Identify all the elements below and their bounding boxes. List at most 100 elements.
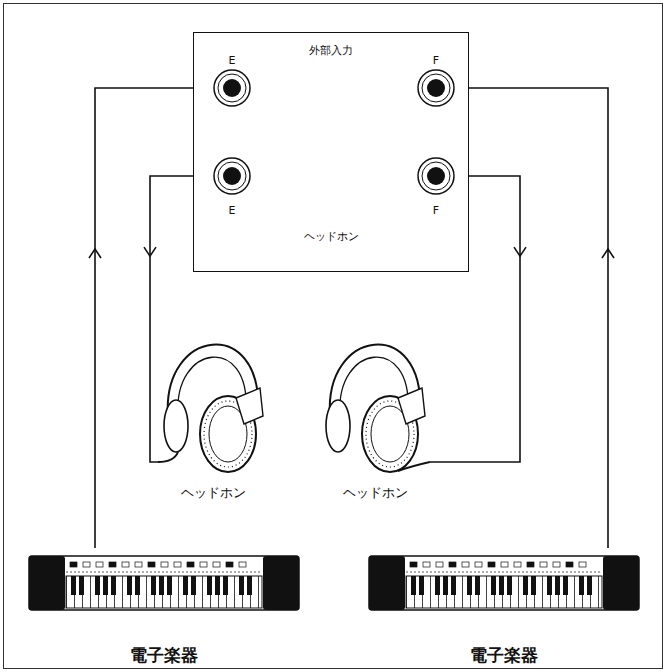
keyboard-body bbox=[369, 556, 639, 610]
jack-ring bbox=[422, 162, 450, 190]
jack-hole bbox=[427, 167, 445, 185]
label-row: ヘッドホン bbox=[194, 225, 468, 245]
jack-label: F bbox=[433, 204, 439, 217]
arrowhead bbox=[514, 247, 526, 256]
label-row: 電子楽器 bbox=[28, 645, 300, 665]
headphone: ヘッドホン bbox=[320, 298, 430, 508]
jack-panel: 外部入力ヘッドホン E F E F bbox=[193, 32, 469, 272]
jack-label: F bbox=[433, 54, 439, 67]
outer-frame bbox=[4, 4, 663, 669]
control-button bbox=[475, 562, 482, 567]
jack-hole bbox=[223, 167, 241, 185]
control-button bbox=[527, 562, 534, 567]
control-button bbox=[462, 562, 469, 567]
jack-symbol bbox=[212, 156, 252, 196]
signal-wire bbox=[456, 88, 614, 548]
headphone: ヘッドホン bbox=[158, 298, 268, 508]
jack-symbol bbox=[416, 156, 456, 196]
control-button bbox=[514, 562, 521, 567]
arrowhead bbox=[144, 247, 156, 256]
jack-ring bbox=[422, 74, 450, 102]
label-row: F bbox=[406, 199, 466, 218]
label-row: 電子楽器 bbox=[368, 645, 640, 665]
jack-hole bbox=[223, 79, 241, 97]
cord bbox=[398, 462, 430, 471]
electronic-instrument: 電子楽器 bbox=[368, 548, 640, 668]
label-row: F bbox=[406, 49, 466, 68]
control-button bbox=[174, 562, 181, 567]
speaker-panel bbox=[369, 556, 405, 610]
jack-symbol bbox=[212, 68, 252, 108]
keys bbox=[66, 576, 262, 608]
jack-ring bbox=[418, 70, 454, 106]
control-button bbox=[423, 562, 430, 567]
label-row: E bbox=[202, 199, 262, 218]
arrowhead bbox=[602, 249, 614, 258]
input-jack: E bbox=[212, 68, 252, 108]
control-button bbox=[566, 562, 573, 567]
label-row: 外部入力 bbox=[194, 39, 468, 59]
speaker-panel bbox=[29, 556, 65, 610]
control-button bbox=[187, 562, 194, 567]
instrument-label: 電子楽器 bbox=[130, 645, 198, 665]
control-button bbox=[410, 562, 417, 567]
headphone-jack: E bbox=[212, 156, 252, 196]
control-button bbox=[449, 562, 456, 567]
control-button bbox=[553, 562, 560, 567]
control-button bbox=[200, 562, 207, 567]
jack-ring bbox=[214, 158, 250, 194]
headphone-jack: F bbox=[416, 156, 456, 196]
control-button bbox=[579, 562, 586, 567]
control-button bbox=[488, 562, 495, 567]
control-button bbox=[161, 562, 168, 567]
electronic-instrument: 電子楽器 bbox=[28, 548, 300, 668]
jack-label: E bbox=[229, 54, 236, 67]
keyboard-illustration bbox=[28, 548, 300, 618]
control-button bbox=[96, 562, 103, 567]
control-button bbox=[109, 562, 116, 567]
control-button bbox=[83, 562, 90, 567]
jack-ring bbox=[214, 70, 250, 106]
wire-line bbox=[456, 88, 608, 548]
arrowhead bbox=[89, 249, 101, 258]
keys bbox=[406, 576, 602, 608]
control-button bbox=[436, 562, 443, 567]
label-row: ヘッドホン bbox=[320, 482, 430, 501]
control-button bbox=[239, 562, 246, 567]
input-jack: F bbox=[416, 68, 456, 108]
jack-ring bbox=[418, 158, 454, 194]
jack-hole bbox=[427, 79, 445, 97]
control-button bbox=[122, 562, 129, 567]
keyboard-body bbox=[29, 556, 299, 610]
panel-label: 外部入力 bbox=[305, 44, 357, 57]
speaker-panel bbox=[603, 556, 639, 610]
control-button bbox=[148, 562, 155, 567]
label-row: ヘッドホン bbox=[158, 482, 268, 501]
label-row: E bbox=[202, 49, 262, 68]
control-strip bbox=[66, 572, 262, 573]
panel-label: ヘッドホン bbox=[300, 230, 363, 243]
cup-tab bbox=[236, 388, 263, 424]
headphone-label: ヘッドホン bbox=[343, 485, 408, 500]
jack-label: E bbox=[229, 204, 236, 217]
ear-cup bbox=[326, 400, 350, 452]
jack-ring bbox=[218, 162, 246, 190]
control-button bbox=[135, 562, 142, 567]
control-strip bbox=[406, 572, 602, 573]
keyboard-illustration bbox=[368, 548, 640, 618]
ear-cup bbox=[164, 400, 188, 452]
control-button bbox=[70, 562, 77, 567]
speaker-panel bbox=[263, 556, 299, 610]
instrument-label: 電子楽器 bbox=[470, 645, 538, 665]
control-button bbox=[213, 562, 220, 567]
control-button bbox=[226, 562, 233, 567]
jack-ring bbox=[218, 74, 246, 102]
control-button bbox=[540, 562, 547, 567]
headphone-label: ヘッドホン bbox=[181, 485, 246, 500]
control-button bbox=[501, 562, 508, 567]
headphone-illustration bbox=[158, 298, 268, 478]
headphone-illustration bbox=[320, 298, 430, 478]
cup-tab bbox=[398, 388, 425, 424]
jack-symbol bbox=[416, 68, 456, 108]
